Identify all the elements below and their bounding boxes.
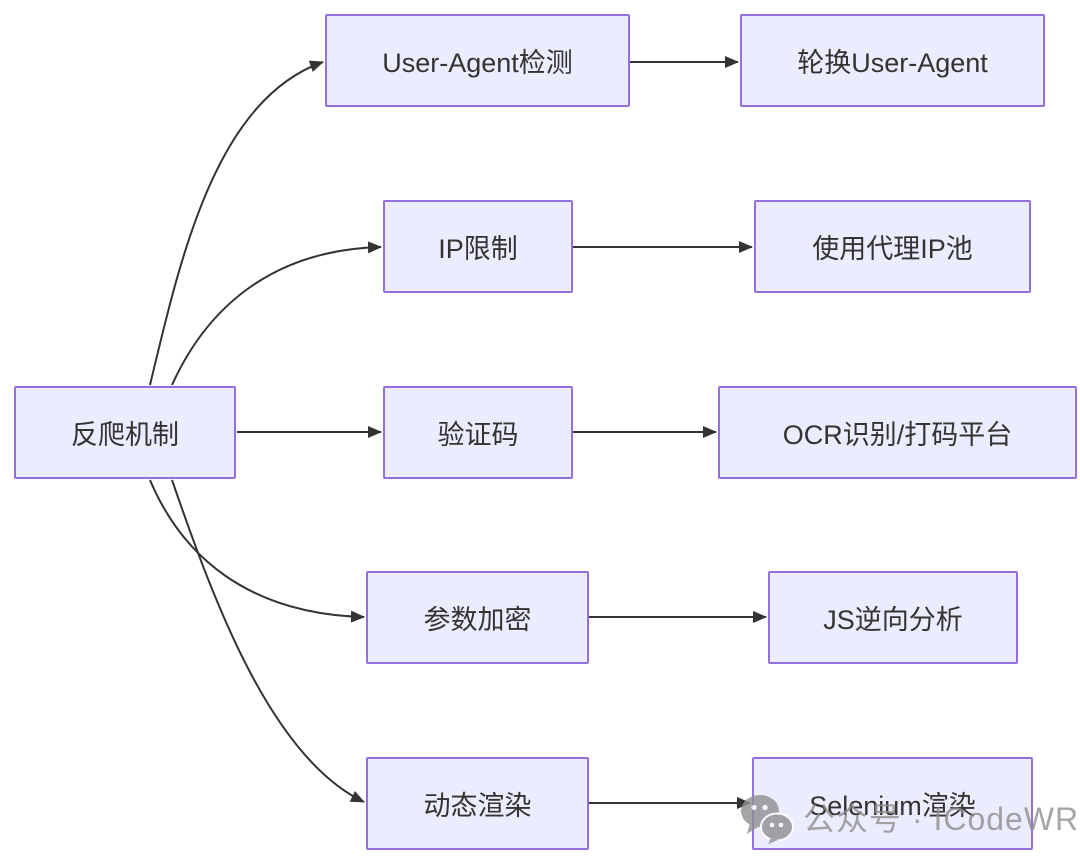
node-label: User-Agent检测 [382,48,573,78]
node-label: 参数加密 [423,605,532,635]
node-user-agent-detection: User-Agent检测 [325,14,630,107]
node-rotate-user-agent: 轮换User-Agent [740,14,1045,107]
edge-root-to-dynamic-rendering [171,479,365,803]
node-anti-crawl-root: 反爬机制 [14,386,236,479]
node-label: 动态渲染 [423,791,532,821]
edge-root-to-ip-limit [171,241,382,386]
node-label: 验证码 [437,420,519,450]
node-label: OCR识别/打码平台 [782,420,1013,450]
node-js-reverse-analysis: JS逆向分析 [768,571,1018,664]
node-param-encryption: 参数加密 [366,571,589,664]
edge-root-to-user-agent-detection [149,60,324,386]
node-label: 轮换User-Agent [797,48,988,78]
node-dynamic-rendering: 动态渲染 [366,757,589,850]
node-proxy-ip-pool: 使用代理IP池 [754,200,1031,293]
edge-root-to-param-encryption [149,479,365,623]
node-label: 使用代理IP池 [812,234,973,264]
node-captcha: 验证码 [383,386,573,479]
node-label: JS逆向分析 [823,605,963,635]
node-ocr-captcha-platform: OCR识别/打码平台 [718,386,1077,479]
node-ip-limit: IP限制 [383,200,573,293]
node-label: Selenium渲染 [809,791,976,821]
node-label: IP限制 [438,234,518,264]
node-selenium-rendering: Selenium渲染 [752,757,1033,850]
node-label: 反爬机制 [71,420,179,450]
